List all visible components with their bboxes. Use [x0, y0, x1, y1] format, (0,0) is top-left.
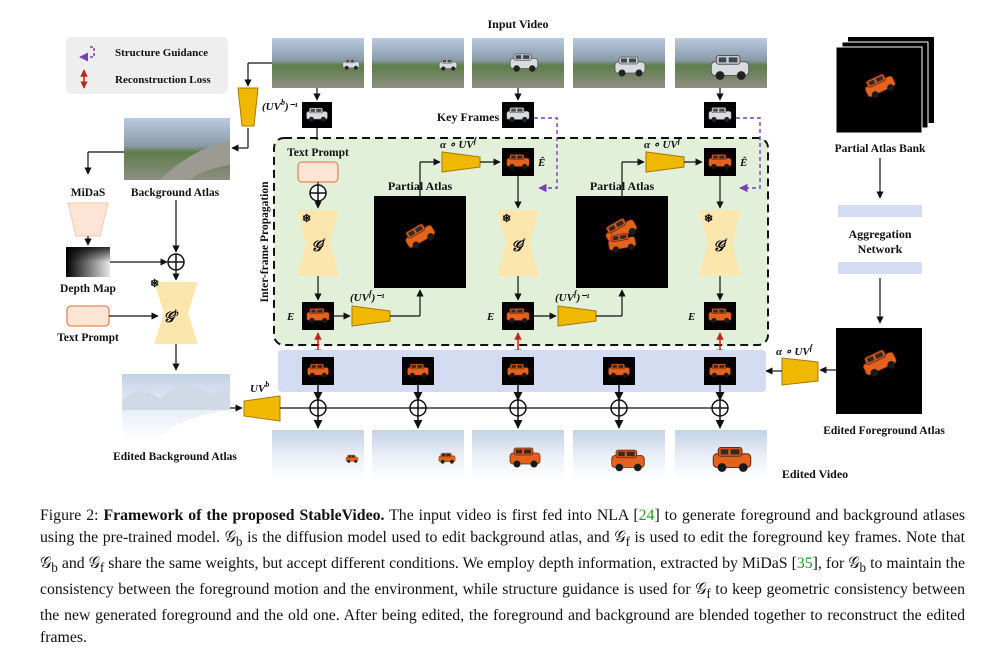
- edited-video-frame: [372, 430, 464, 480]
- uvb-inverse-mapping: [237, 87, 259, 127]
- foreground-frame: [402, 357, 434, 385]
- e-label: E: [286, 311, 294, 323]
- svg-text:❄: ❄: [704, 213, 713, 225]
- midas-label: MiDaS: [71, 187, 106, 199]
- alpha-uvf-mapping-right: [781, 357, 819, 386]
- text-prompt-inner-box: [297, 161, 339, 183]
- alpha-uvf-label-right: α ∘ UVf: [776, 343, 814, 358]
- e-label: E: [486, 311, 494, 323]
- text-prompt-left-label: Text Prompt: [57, 332, 119, 344]
- alpha-uvf-label: α ∘ UVf: [644, 136, 682, 151]
- uvb-label: UVb: [250, 380, 269, 395]
- citation-link[interactable]: 24: [638, 507, 655, 524]
- midas-model: [67, 202, 109, 237]
- caption-title: Framework of the proposed StableVideo.: [103, 507, 385, 524]
- foreground-frame: [603, 357, 635, 385]
- reconstruction-loss-label: Reconstruction Loss: [115, 74, 211, 86]
- gf-diffusion-model: ❄ 𝒢f: [297, 210, 339, 276]
- input-frame: [472, 38, 564, 88]
- background-atlas-label: Background Atlas: [131, 187, 220, 199]
- foreground-frame: [704, 357, 736, 385]
- key-frames-label: Key Frames: [437, 110, 500, 124]
- key-frame: [502, 102, 534, 128]
- alpha-uvf-mapping: [645, 151, 685, 173]
- inter-frame-propagation-label: Inter-frame Propagation: [259, 181, 271, 303]
- svg-text:𝒢f: 𝒢f: [713, 237, 728, 255]
- edited-video-frame: [573, 430, 665, 480]
- stablevideo-framework-diagram: Structure Guidance Reconstruction Loss I…: [57, 17, 945, 481]
- gb-label: 𝒢b: [163, 308, 179, 326]
- gb-frozen-icon: ❄: [150, 278, 159, 290]
- uvf-inverse-mapping: [557, 305, 597, 327]
- key-frame: [302, 102, 332, 128]
- e-hat-label: Ê: [739, 157, 747, 169]
- edited-key-frame: [302, 302, 334, 330]
- gf-diffusion-model: ❄ 𝒢f: [699, 210, 741, 276]
- foreground-frame: [302, 357, 334, 385]
- figure-caption: Figure 2: Framework of the proposed Stab…: [40, 507, 966, 647]
- text-prompt-inner-label: Text Prompt: [287, 147, 349, 159]
- e-label: E: [687, 311, 695, 323]
- edited-video-label: Edited Video: [782, 467, 848, 481]
- edited-key-frame: [704, 302, 736, 330]
- citation-link[interactable]: 35: [796, 555, 813, 573]
- input-frame: [573, 38, 665, 88]
- e-hat-label: Ê: [537, 157, 545, 169]
- svg-text:𝒢f: 𝒢f: [311, 237, 326, 255]
- propagated-key-frame: [704, 148, 736, 176]
- partial-atlas-bank-label: Partial Atlas Bank: [835, 143, 926, 155]
- svg-text:𝒢f: 𝒢f: [511, 237, 526, 255]
- uvf-inverse-mapping: [351, 305, 391, 327]
- propagated-key-frame: [502, 148, 534, 176]
- blend-nodes: [309, 385, 729, 429]
- caption-prefix: Figure 2:: [40, 507, 104, 524]
- legend-box: [66, 37, 228, 94]
- aggregation-network-block: [838, 205, 922, 217]
- uvb-inverse-label: (UVb)⁻¹: [262, 98, 298, 113]
- edited-background-atlas-image: [122, 374, 230, 442]
- edited-video-frame: [272, 430, 364, 480]
- uvf-inverse-label: (UVf)⁻¹: [555, 289, 589, 304]
- alpha-uvf-mapping: [441, 151, 481, 173]
- gf-diffusion-model: ❄ 𝒢f: [497, 210, 539, 276]
- edited-foreground-atlas-label: Edited Foreground Atlas: [823, 425, 945, 437]
- key-frame: [704, 102, 736, 128]
- svg-text:❄: ❄: [502, 213, 511, 225]
- edited-video-frame: [675, 430, 767, 480]
- structure-guidance-arrow: [736, 117, 761, 193]
- structure-guidance-label: Structure Guidance: [115, 47, 208, 59]
- text-prompt-left-box: [66, 305, 110, 327]
- uvf-inverse-label: (UVf)⁻¹: [350, 289, 384, 304]
- edited-video-frame: [472, 430, 564, 480]
- input-video-frames: [272, 38, 767, 88]
- structure-guidance-legend-icon: [79, 46, 95, 62]
- uvb-mapping: [243, 395, 281, 422]
- alpha-uvf-label: α ∘ UVf: [440, 136, 478, 151]
- foreground-frame: [502, 357, 534, 385]
- background-atlas-image: [124, 118, 230, 180]
- input-frame: [372, 38, 464, 88]
- input-video-label: Input Video: [487, 17, 548, 31]
- svg-text:❄: ❄: [302, 213, 311, 225]
- edited-video-frames: [272, 430, 767, 480]
- depth-map-label: Depth Map: [60, 283, 116, 295]
- edited-key-frame: [502, 302, 534, 330]
- gb-diffusion-model: [154, 282, 198, 344]
- input-frame: [272, 38, 364, 88]
- edited-background-atlas-label: Edited Background Atlas: [113, 451, 237, 463]
- structure-guidance-arrow: [534, 117, 558, 193]
- input-frame: [675, 38, 767, 88]
